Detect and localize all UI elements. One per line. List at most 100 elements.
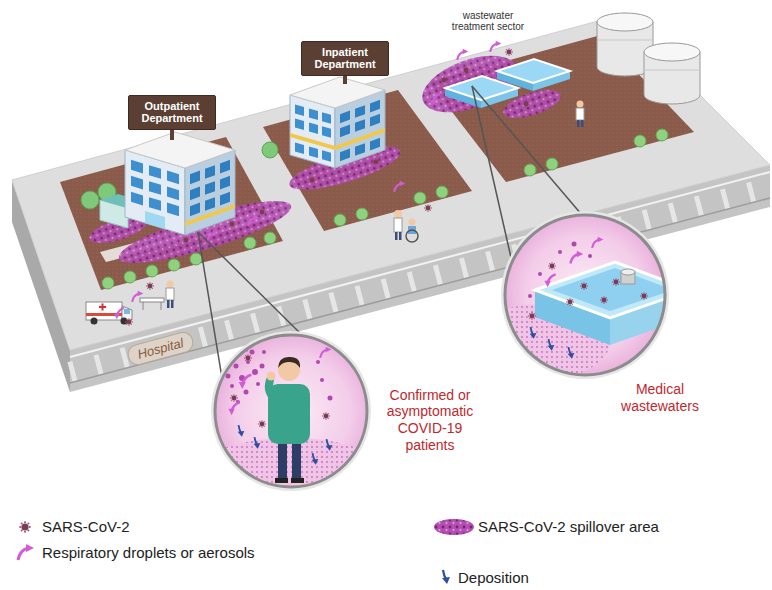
stretcher-medic xyxy=(143,302,144,310)
wastewater-zoom-circle xyxy=(612,278,620,286)
legend-icon xyxy=(434,519,474,535)
inpatient-building xyxy=(309,122,318,134)
node-text: Outpatient Department xyxy=(134,100,210,125)
wastewater-zoom-circle xyxy=(544,274,555,287)
patient-zoom-circle xyxy=(244,354,252,362)
outpatient-building xyxy=(149,181,161,195)
callout-label: Confirmed or asymptomatic COVID-19 patie… xyxy=(380,387,480,454)
bush xyxy=(124,271,136,283)
inpatient-building xyxy=(355,105,365,118)
patient-zoom-circle xyxy=(326,439,333,451)
legend-icon xyxy=(18,519,474,584)
inpatient-building xyxy=(309,108,318,120)
patient-zoom-circle xyxy=(278,440,287,480)
virus-particle xyxy=(125,48,530,326)
outpatient-building xyxy=(190,171,200,185)
virus-particle xyxy=(372,158,380,166)
wastewater-zoom-circle xyxy=(470,210,690,380)
bush xyxy=(436,186,448,198)
inpatient-building xyxy=(335,98,385,163)
patient-zoom-circle xyxy=(234,364,239,369)
wastewater-zoom-circle xyxy=(552,268,673,311)
outpatient-building xyxy=(131,192,143,206)
inpatient-building xyxy=(322,150,331,162)
wastewater-zoom-circle xyxy=(640,292,648,300)
wastewater-zoom-circle xyxy=(530,327,537,339)
patient-zoom-circle xyxy=(278,357,300,368)
node-text: Inpatient Department xyxy=(307,46,383,71)
patient-zoom-circle xyxy=(196,330,386,506)
legend-icon xyxy=(18,544,34,560)
outpatient-building xyxy=(125,132,235,168)
wheelchair-figure xyxy=(394,210,402,218)
legend-text: SARS-CoV-2 xyxy=(42,518,130,536)
droplet-arrow xyxy=(207,231,218,242)
inpatient-building xyxy=(322,126,331,138)
wastewater-zoom-circle xyxy=(528,294,532,298)
outpatient-building xyxy=(205,165,215,179)
patient-zoom-circle xyxy=(239,375,252,389)
storage-tank xyxy=(597,13,653,31)
sector-label: wastewater treatment sector xyxy=(440,9,536,34)
wastewater-zoom-circle xyxy=(528,312,536,320)
ambulance xyxy=(86,302,132,325)
department-sign: Outpatient Department xyxy=(128,95,216,130)
outpatient-building xyxy=(167,187,179,201)
bush xyxy=(244,237,256,249)
bush xyxy=(634,135,646,147)
spillover-area xyxy=(86,44,564,274)
inpatient-building xyxy=(370,138,380,151)
storage-tank xyxy=(597,40,653,41)
droplet-arrow xyxy=(457,49,468,60)
patient-zoom-circle xyxy=(215,335,367,487)
virus-particle xyxy=(228,220,236,228)
legend-text: SARS-CoV-2 spillover area xyxy=(478,518,659,536)
outpatient-building xyxy=(190,203,200,217)
wheelchair-figure xyxy=(406,230,418,242)
outpatient-building xyxy=(131,160,179,233)
inpatient-building xyxy=(340,149,350,162)
bush xyxy=(546,158,558,170)
wastewater-zoom-circle xyxy=(570,251,583,264)
outpatient-building xyxy=(220,160,230,174)
spillover-area xyxy=(114,189,296,274)
inpatient-building xyxy=(322,112,331,124)
patient-zoom-circle xyxy=(320,378,324,382)
patient-zoom-circle xyxy=(238,425,245,437)
inpatient-building xyxy=(370,100,380,113)
patient-zoom-circle xyxy=(254,437,261,449)
wastewater-zoom-circle xyxy=(580,282,588,290)
stretcher-medic xyxy=(171,300,174,308)
ambulance xyxy=(121,318,128,325)
inpatient-building xyxy=(295,118,304,130)
stretcher-medic xyxy=(167,300,170,308)
storage-tank xyxy=(644,70,700,71)
wastewater-zoom-circle xyxy=(470,210,690,380)
patient-zoom-circle xyxy=(316,360,320,364)
wastewater-zoom-circle xyxy=(548,262,556,270)
virus-particle xyxy=(182,236,190,244)
patient-zoom-circle xyxy=(291,478,304,483)
legend-icon xyxy=(442,570,450,584)
wastewater-zoom-circle xyxy=(505,215,665,375)
wastewater-zoom-circle xyxy=(548,339,555,351)
virus-particle xyxy=(424,204,432,212)
legend-icon xyxy=(19,521,31,533)
patient-zoom-circle xyxy=(292,440,301,480)
wheelchair-figure xyxy=(409,219,416,226)
worker-figure xyxy=(576,108,584,120)
virus-particle xyxy=(308,176,316,184)
wheelchair-figure xyxy=(394,210,418,242)
stretcher-medic xyxy=(161,302,162,310)
worker-figure xyxy=(577,101,584,108)
inpatient-building xyxy=(295,142,304,154)
outpatient-building xyxy=(205,181,215,195)
treatment-pool xyxy=(445,59,570,108)
stretcher-medic xyxy=(140,281,174,311)
outpatient-building xyxy=(167,171,179,185)
inpatient-building xyxy=(355,119,365,132)
patient-zoom-circle xyxy=(244,390,249,395)
patient-zoom-circle xyxy=(196,330,386,506)
